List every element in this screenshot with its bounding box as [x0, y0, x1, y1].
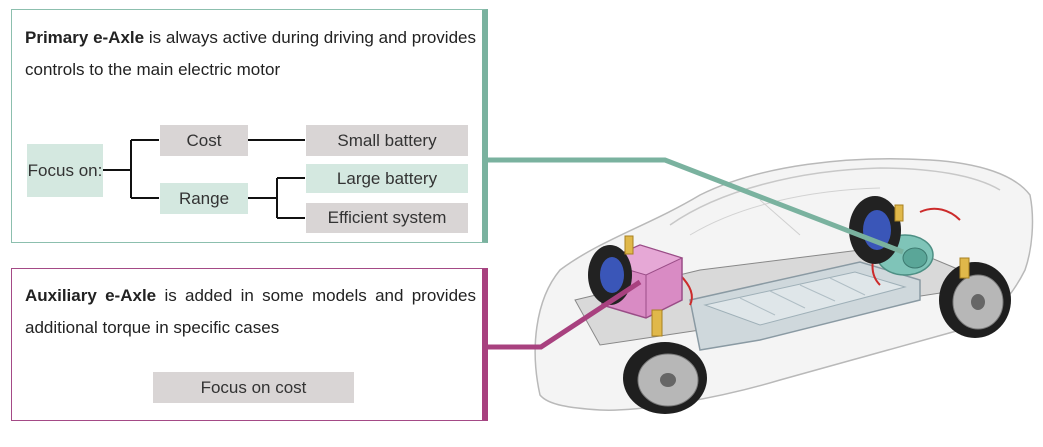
focus-on-label: Focus on: — [27, 160, 103, 180]
auxiliary-eaxle-panel: Auxiliary e-Axle is added in some models… — [11, 268, 488, 421]
range-label: Range — [178, 188, 230, 208]
large-battery-label: Large battery — [336, 168, 438, 188]
tree-connectors — [103, 139, 305, 219]
focus-on-box: Focus on: — [27, 144, 103, 197]
focus-on-cost-box: Focus on cost — [153, 372, 354, 403]
large-battery-box: Large battery — [306, 164, 468, 193]
cost-box: Cost — [160, 125, 248, 156]
primary-eaxle-panel: Primary e-Axle is always active during d… — [11, 9, 488, 243]
car-illustration — [534, 158, 1034, 414]
auxiliary-callout-line — [488, 279, 642, 350]
auxiliary-title: Auxiliary e-Axle — [25, 286, 157, 305]
primary-callout-line — [488, 157, 904, 255]
auxiliary-description-text: is added in some models and provides add… — [25, 286, 476, 337]
primary-title: Primary e-Axle — [25, 28, 145, 47]
small-battery-label: Small battery — [337, 130, 437, 150]
small-battery-box: Small battery — [306, 125, 468, 156]
efficient-system-label: Efficient system — [327, 208, 447, 227]
primary-description-text: is always active during driving and prov… — [25, 28, 476, 79]
cost-label: Cost — [186, 130, 222, 150]
auxiliary-description: Auxiliary e-Axle is added in some models… — [25, 280, 476, 344]
efficient-system-box: Efficient system — [306, 203, 468, 233]
primary-description: Primary e-Axle is always active during d… — [25, 22, 476, 86]
range-box: Range — [160, 183, 248, 214]
focus-on-cost-label: Focus on cost — [200, 377, 307, 397]
